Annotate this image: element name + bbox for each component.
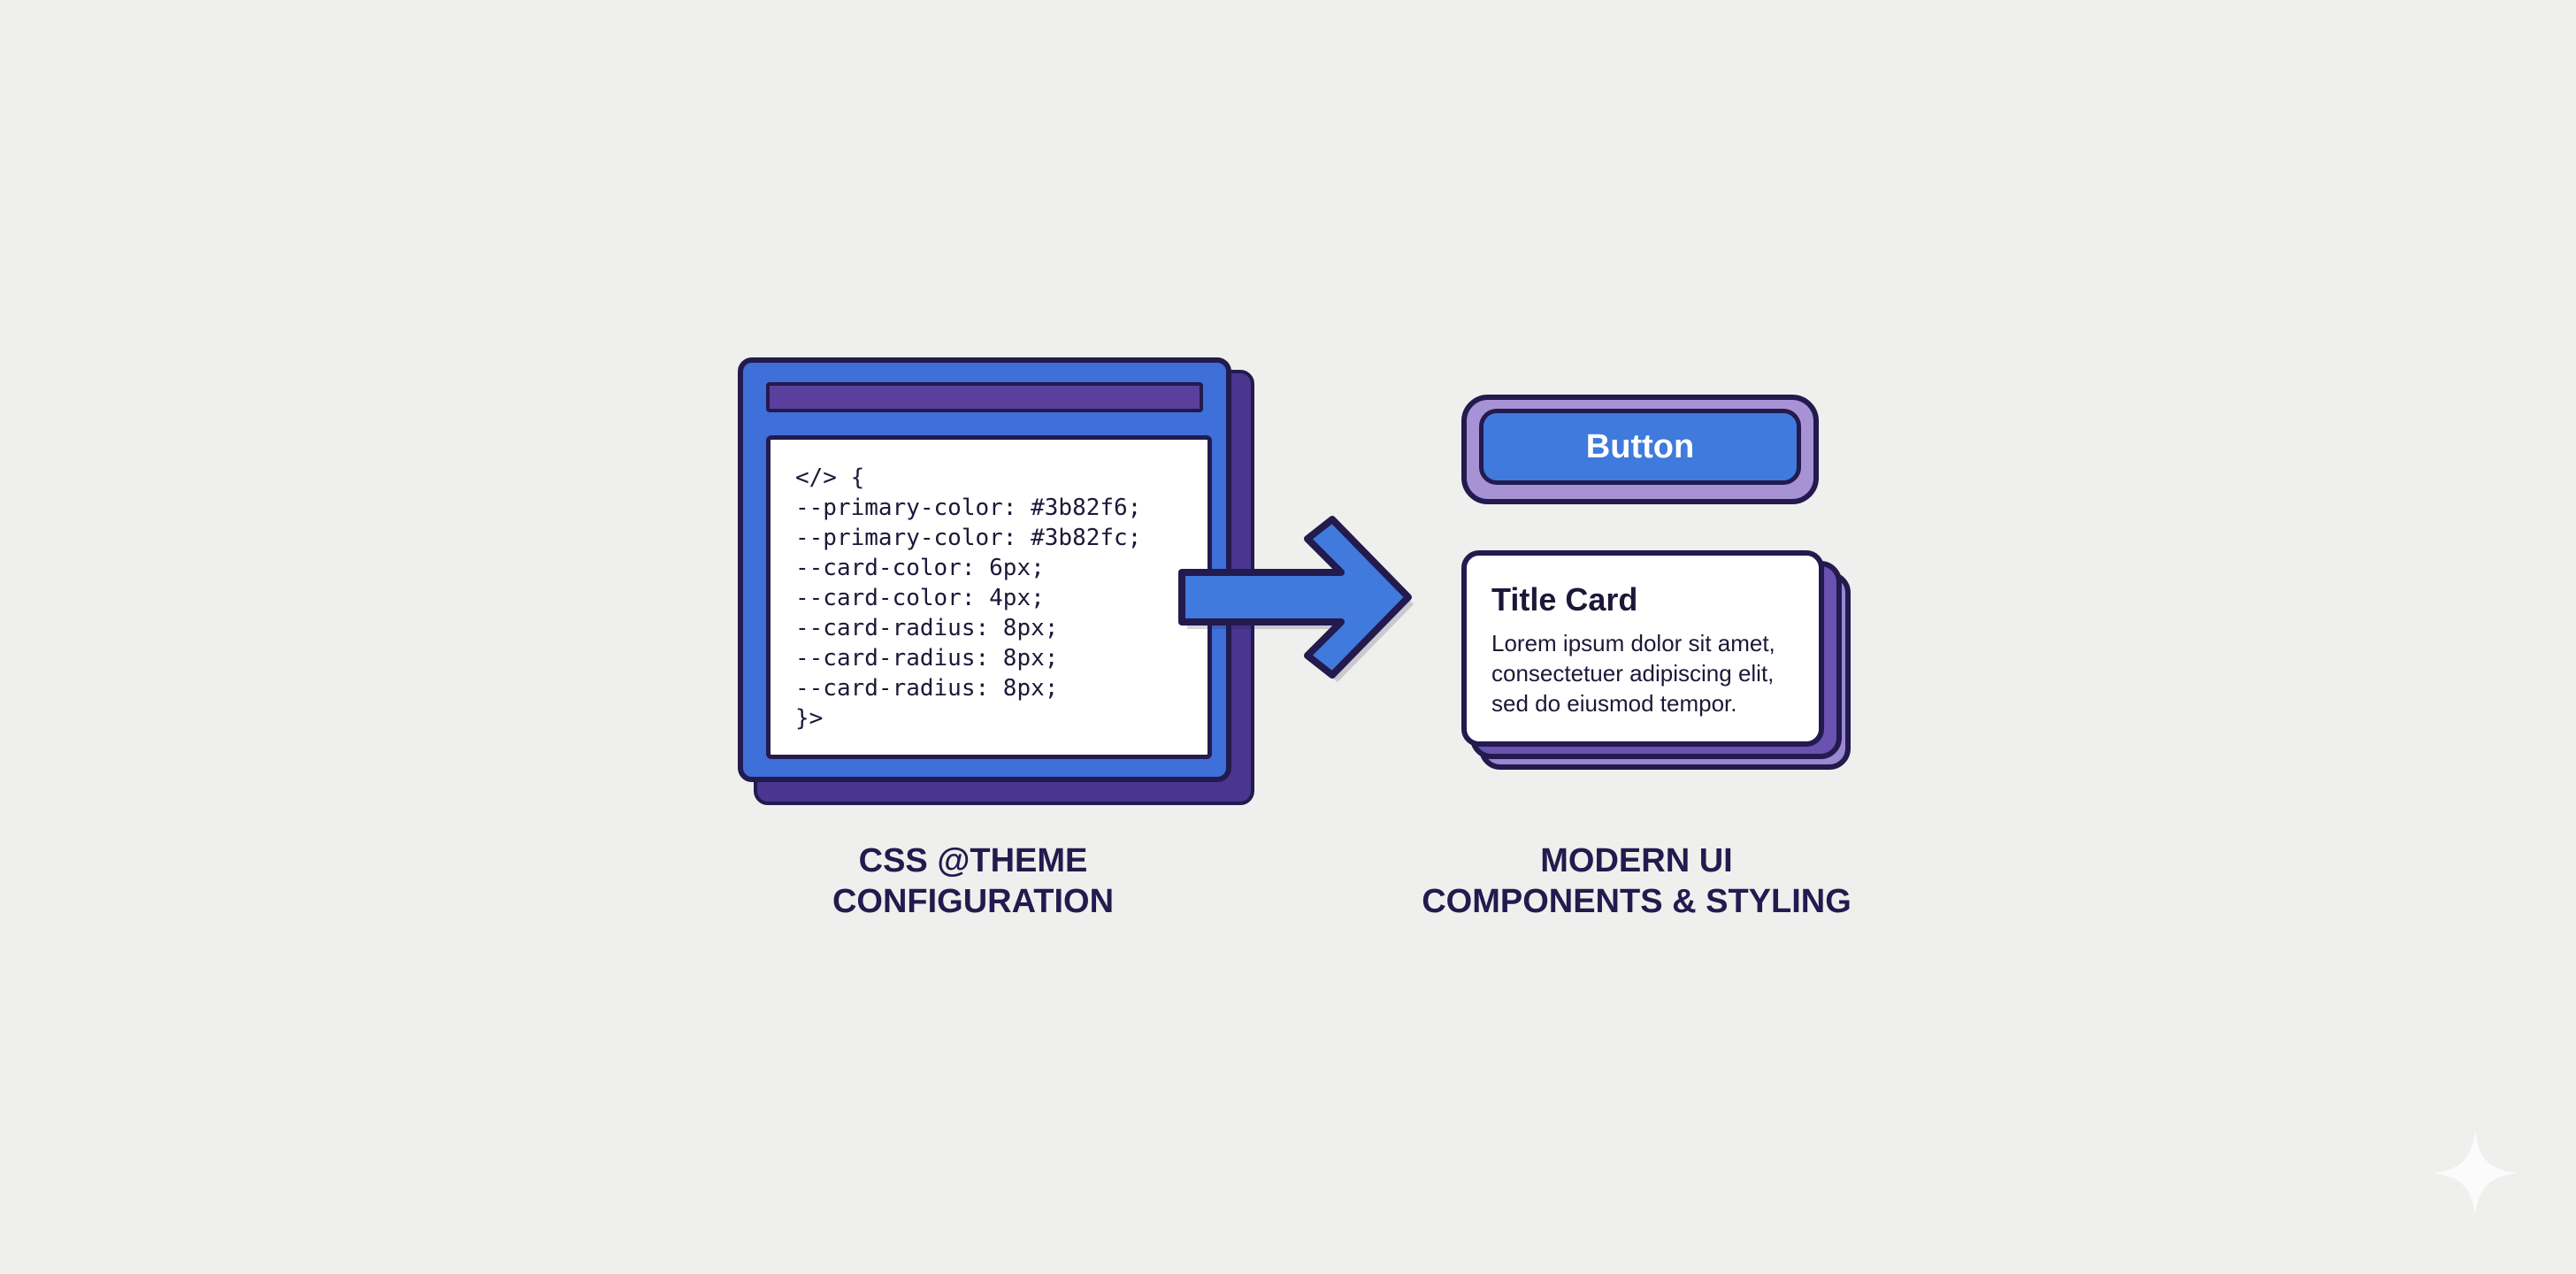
editor-title-bar	[766, 382, 1203, 412]
caption-line: CSS @THEME	[796, 840, 1150, 881]
code-line: --card-color: 4px;	[795, 583, 1208, 613]
code-line: --card-radius: 8px;	[795, 643, 1208, 673]
card-title: Title Card	[1491, 582, 1819, 618]
arrow-right-icon	[1150, 509, 1433, 686]
caption-line: CONFIGURATION	[796, 881, 1150, 922]
title-card: Title Card Lorem ipsum dolor sit amet, c…	[1461, 550, 1824, 747]
code-line: --card-radius: 8px;	[795, 613, 1208, 643]
caption-modern-ui-components: MODERN UI COMPONENTS & STYLING	[1371, 840, 1902, 922]
code-line: --card-color: 6px;	[795, 553, 1208, 583]
code-line: --primary-color: #3b82fc;	[795, 523, 1208, 553]
card-body-line: Lorem ipsum dolor sit amet,	[1491, 628, 1819, 658]
code-line: </> {	[795, 463, 1208, 493]
caption-css-theme-configuration: CSS @THEME CONFIGURATION	[796, 840, 1150, 922]
button-preview-frame: Button	[1461, 395, 1819, 504]
caption-line: MODERN UI	[1371, 840, 1902, 881]
code-line: --primary-color: #3b82f6;	[795, 493, 1208, 523]
code-line: }>	[795, 703, 1208, 733]
card-body-line: consectetuer adipiscing elit,	[1491, 658, 1819, 688]
sparkle-icon	[2431, 1129, 2519, 1217]
caption-line: COMPONENTS & STYLING	[1371, 881, 1902, 922]
card-body-line: sed do eiusmod tempor.	[1491, 688, 1819, 718]
code-panel: </> { --primary-color: #3b82f6; --primar…	[766, 435, 1212, 759]
button-preview[interactable]: Button	[1479, 409, 1801, 485]
code-line: --card-radius: 8px;	[795, 673, 1208, 703]
